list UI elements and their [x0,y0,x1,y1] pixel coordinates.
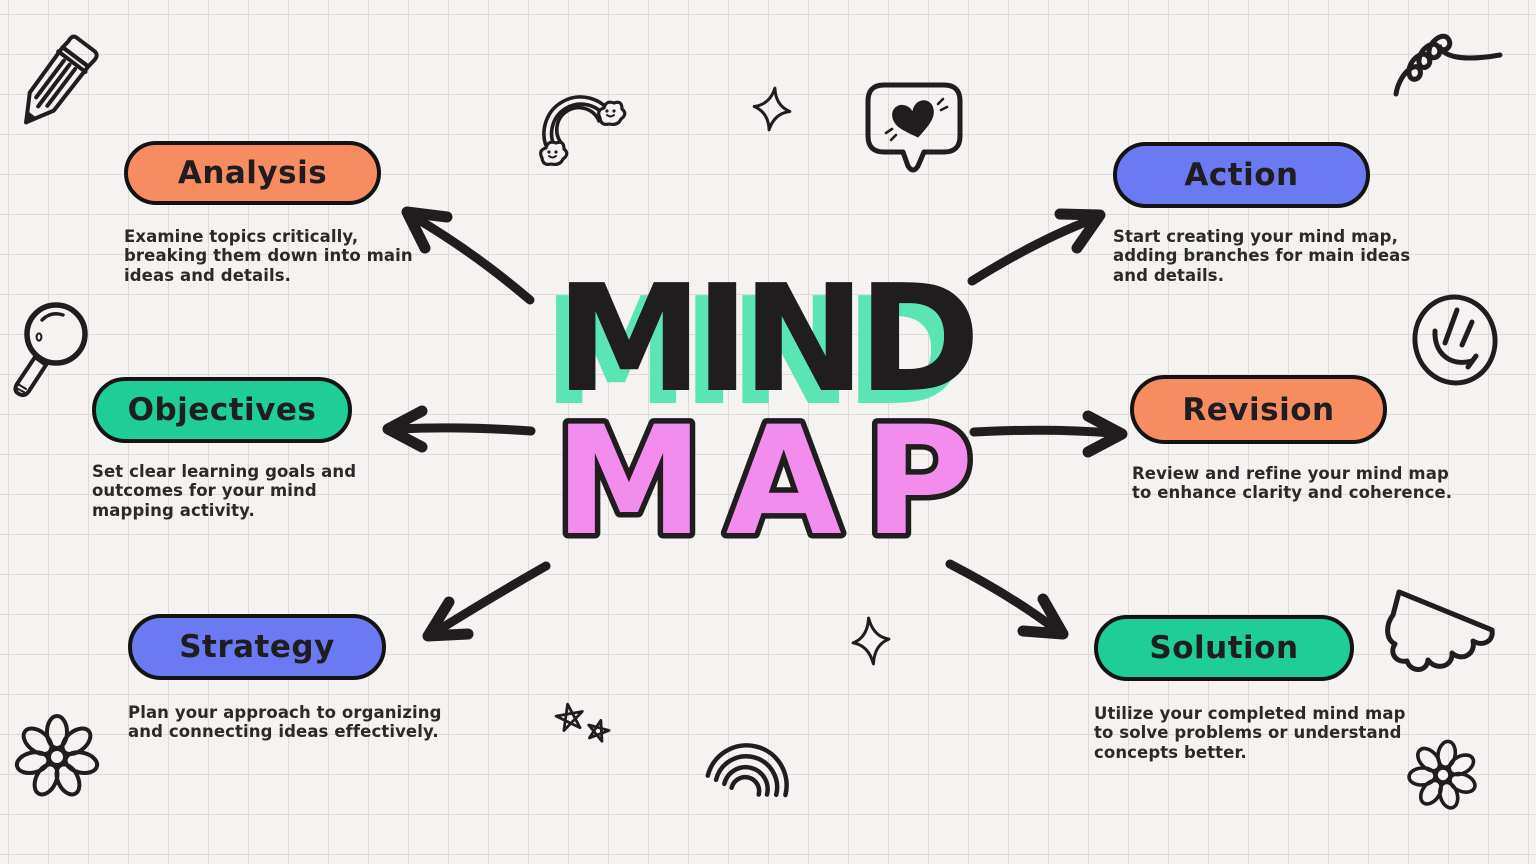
loop-squiggle-icon [1393,33,1503,97]
smiley-face-icon [1412,294,1498,386]
revision-description: Review and refine your mind map to enhan… [1132,464,1453,503]
magnifying-glass-icon [13,302,88,397]
rainbow-arcs-icon [705,743,789,798]
revision-label: Revision [1182,391,1335,428]
arrow-to-revision [969,410,1128,458]
flower-icon [1407,739,1477,810]
revision-pill: Revision [1130,375,1387,444]
analysis-label: Analysis [177,155,328,191]
analysis-description: Examine topics critically, breaking them… [124,227,413,285]
rainbow-clouds-icon [539,95,627,167]
strategy-label: Strategy [179,629,335,665]
solution-label: Solution [1149,630,1299,666]
strategy-pill: Strategy [128,614,386,680]
objectives-label: Objectives [127,392,317,428]
strategy-description: Plan your approach to organizing and con… [128,703,442,742]
action-pill: Action [1113,142,1370,208]
sparkle-icon [851,616,891,666]
arrow-to-analysis [401,206,535,305]
analysis-pill: Analysis [124,141,381,205]
objectives-pill: Objectives [92,377,352,443]
action-label: Action [1184,157,1299,193]
solution-pill: Solution [1094,615,1354,681]
action-description: Start creating your mind map, adding bra… [1113,227,1411,285]
arrow-to-solution [945,559,1069,640]
title-mind: MIND [555,253,973,425]
arrow-to-action [967,208,1106,286]
pencil-icon [24,34,99,125]
title-mind-shadow: MIND [542,266,960,438]
scribble-stars-icon [554,702,611,743]
heart-speech-bubble-icon [865,82,963,173]
title-map: MAP [554,395,995,569]
arrow-to-strategy [422,561,551,642]
solution-description: Utilize your completed mind map to solve… [1094,704,1406,762]
arrow-to-objectives [382,405,536,453]
flower-icon [14,714,100,797]
wing-icon [1385,589,1495,672]
objectives-description: Set clear learning goals and outcomes fo… [92,462,357,520]
sparkle-icon [752,86,792,132]
